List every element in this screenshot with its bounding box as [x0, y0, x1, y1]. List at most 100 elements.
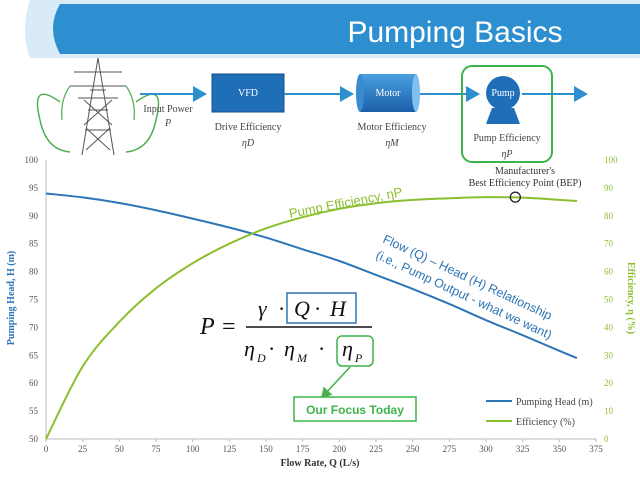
formula-dot-4: · — [318, 336, 325, 361]
input-power-label: Input Power — [143, 104, 193, 115]
y-right-tick-label: 30 — [604, 350, 614, 360]
y-left-axis-title: Pumping Head, H (m) — [6, 251, 17, 345]
formula-q: Q — [294, 296, 310, 321]
pump-label: Pump — [491, 88, 514, 99]
bep-marker — [509, 191, 521, 203]
legend-label-head: Pumping Head (m) — [516, 397, 593, 408]
y-left-tick-label: 80 — [29, 267, 39, 277]
focus-label: Our Focus Today — [306, 403, 404, 417]
x-tick-label: 175 — [296, 444, 310, 454]
power-flow-diagram: Input Power P VFD Drive Efficiency ηD Mo… — [140, 65, 588, 163]
y-right-tick-label: 60 — [604, 267, 614, 277]
legend-label-efficiency: Efficiency (%) — [516, 417, 575, 428]
formula-h: H — [329, 296, 347, 321]
y-left-tick-label: 90 — [29, 211, 39, 221]
y-left-tick-label: 70 — [29, 322, 39, 332]
pump-icon — [486, 76, 520, 110]
y-right-axis-ticks: 0 10 20 30 40 50 60 70 80 90 100 — [604, 155, 618, 444]
series-line-pumping-head — [45, 192, 578, 360]
x-axis-title: Flow Rate, Q (L/s) — [281, 458, 360, 469]
y-left-tick-label: 85 — [29, 239, 39, 249]
formula-eta-d-sub: D — [256, 351, 266, 365]
y-right-tick-label: 40 — [604, 322, 614, 332]
vfd-label: VFD — [238, 88, 258, 99]
x-tick-label: 125 — [223, 444, 237, 454]
pump-highlight-box — [461, 65, 553, 163]
x-tick-label: 375 — [589, 444, 603, 454]
y-right-tick-label: 80 — [604, 211, 614, 221]
focus-arrow — [320, 366, 351, 399]
title-bar-background — [53, 4, 640, 54]
motor-right-cap — [412, 74, 420, 112]
y-right-tick-label: 50 — [604, 295, 614, 305]
flow-head-label-line1: Flow (Q) – Head (H) Relationship — [381, 232, 554, 323]
x-tick-label: 75 — [152, 444, 162, 454]
x-tick-label: 250 — [406, 444, 420, 454]
y-left-tick-label: 100 — [25, 155, 39, 165]
x-tick-label: 0 — [44, 444, 49, 454]
formula-eta-p: η — [342, 336, 353, 361]
power-tower-icon — [36, 57, 160, 156]
x-tick-label: 200 — [333, 444, 347, 454]
y-left-axis-ticks: 50 55 60 65 70 75 80 85 90 95 100 — [25, 155, 39, 444]
chart-series — [45, 192, 578, 440]
bep-label-line2: Best Efficiency Point (BEP) — [469, 178, 582, 189]
x-tick-label: 50 — [115, 444, 125, 454]
title-bar: Pumping Basics — [25, 0, 640, 58]
x-tick-label: 225 — [369, 444, 383, 454]
slide-title: Pumping Basics — [347, 16, 562, 49]
y-right-tick-label: 10 — [604, 406, 614, 416]
y-right-axis-title: Efficiency, η (%) — [625, 262, 636, 334]
formula-eta-m-sub: M — [296, 351, 308, 365]
x-tick-label: 275 — [443, 444, 457, 454]
formula-lhs: P — [199, 314, 215, 340]
y-right-tick-label: 90 — [604, 183, 614, 193]
chart-legend: Pumping Head (m) Efficiency (%) — [486, 397, 593, 428]
motor-label: Motor — [376, 88, 402, 99]
y-left-tick-label: 60 — [29, 378, 39, 388]
y-right-tick-label: 100 — [604, 155, 618, 165]
y-left-tick-label: 65 — [29, 350, 39, 360]
vfd-caption: Drive Efficiency — [215, 122, 282, 133]
y-right-tick-label: 70 — [604, 239, 614, 249]
input-power-symbol: P — [164, 118, 171, 129]
x-tick-label: 325 — [516, 444, 530, 454]
motor-left-cap — [356, 74, 364, 112]
pump-base-icon — [486, 108, 520, 124]
formula-dot-3: · — [268, 336, 275, 361]
y-left-tick-label: 55 — [29, 406, 39, 416]
flow-head-label-line2: (i.e., Pump Output - what we want) — [374, 248, 554, 342]
x-tick-label: 350 — [553, 444, 567, 454]
vfd-block — [211, 73, 285, 113]
power-formula: P = γ · Q · H η D · η M · η P — [199, 292, 374, 367]
formula-gamma: γ — [258, 296, 268, 321]
motor-symbol: ηM — [385, 138, 399, 149]
formula-focus-box — [336, 335, 374, 367]
y-right-tick-label: 0 — [604, 434, 609, 444]
x-tick-label: 300 — [479, 444, 493, 454]
formula-eta-m: η — [284, 336, 295, 361]
x-tick-label: 150 — [259, 444, 273, 454]
formula-dot-1: · — [278, 296, 285, 321]
formula-dot-2: · — [314, 296, 321, 321]
y-left-tick-label: 75 — [29, 295, 39, 305]
formula-eta-p-sub: P — [354, 351, 363, 365]
bep-label-line1: Manufacturer's — [495, 166, 555, 177]
vfd-symbol: ηD — [242, 138, 255, 149]
y-left-tick-label: 95 — [29, 183, 39, 193]
motor-block — [360, 74, 416, 112]
pump-symbol: ηP — [501, 149, 512, 160]
formula-equals: = — [222, 314, 236, 340]
pump-caption: Pump Efficiency — [473, 133, 540, 144]
y-right-tick-label: 20 — [604, 378, 614, 388]
x-tick-label: 25 — [78, 444, 88, 454]
formula-output-box — [286, 292, 357, 324]
motor-caption: Motor Efficiency — [358, 122, 427, 133]
series-line-efficiency — [45, 196, 577, 440]
y-left-tick-label: 50 — [29, 434, 39, 444]
formula-eta-d: η — [244, 336, 255, 361]
focus-box — [293, 396, 417, 422]
